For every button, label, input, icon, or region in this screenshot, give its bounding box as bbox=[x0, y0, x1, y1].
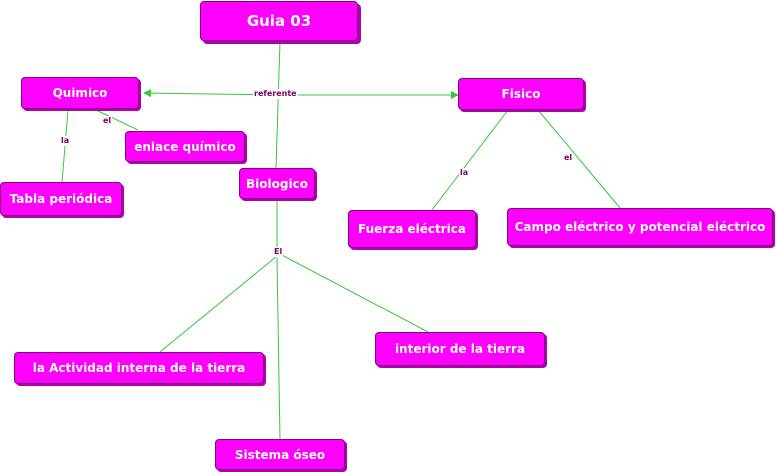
link-label-biologico-el: El bbox=[273, 247, 284, 257]
connector-el-interior bbox=[279, 253, 429, 333]
node-campo-electrico[interactable]: Campo eléctrico y potencial eléctrico bbox=[507, 208, 773, 246]
node-fuerza-electrica[interactable]: Fuerza eléctrica bbox=[348, 210, 476, 248]
node-interior-tierra[interactable]: interior de la tierra bbox=[375, 332, 545, 366]
node-enlace-quimico[interactable]: enlace químico bbox=[125, 131, 245, 162]
connector-quimico-enlace bbox=[95, 109, 139, 131]
connector-quimico-tabla bbox=[61, 109, 69, 183]
connector-el-sistema bbox=[276, 257, 281, 441]
node-title-guia[interactable]: Guia 03 bbox=[200, 1, 358, 41]
link-label-fisico-la: la bbox=[459, 168, 470, 178]
node-fisico[interactable]: Fisico bbox=[458, 78, 584, 110]
node-sistema-oseo[interactable]: Sistema óseo bbox=[215, 439, 345, 470]
node-actividad-interna[interactable]: la Actividad interna de la tierra bbox=[14, 352, 264, 384]
node-biologico[interactable]: Biologico bbox=[239, 168, 315, 199]
connector-title-biologico bbox=[275, 41, 281, 169]
link-label-quimico-el: el bbox=[102, 116, 113, 126]
link-label-fisico-el: el bbox=[563, 153, 574, 163]
connector-fisico-fuerza bbox=[431, 109, 509, 211]
connector-el-actividad bbox=[159, 255, 278, 353]
link-label-referente: referente bbox=[253, 89, 298, 99]
connector-fisico-campo bbox=[537, 109, 621, 209]
node-tabla-periodica[interactable]: Tabla periódica bbox=[0, 182, 122, 216]
node-quimico[interactable]: Quimico bbox=[21, 77, 139, 109]
link-label-quimico-la: la bbox=[60, 136, 71, 146]
